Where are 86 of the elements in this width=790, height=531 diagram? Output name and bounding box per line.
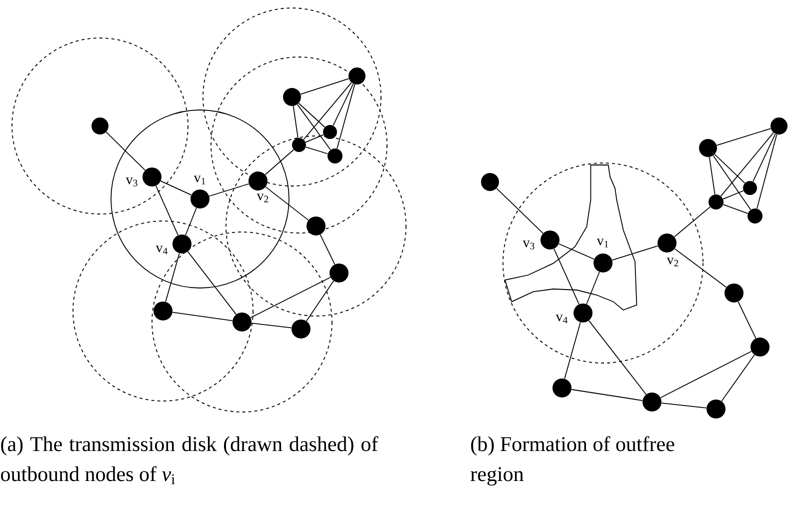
graph-edge [558,243,595,260]
graph-edge [716,128,772,146]
graph-edge [612,245,658,261]
graph-node [306,216,326,236]
graph-edge [305,146,328,154]
graph-node [328,148,342,164]
graph-edge [300,78,350,95]
graph-node [190,190,210,208]
caption: (b) Formation of outfree region [470,436,674,486]
graph-node [348,68,366,84]
graph-edge [674,206,711,238]
graph-edge [336,84,356,150]
graph-node [172,234,192,254]
node-label: v$_{1}$ [596,238,608,248]
graph-node [330,264,348,282]
graph-node [750,338,770,356]
graph-edge [165,252,180,302]
graph-edge [172,312,233,322]
graph-edge [292,106,298,138]
graph-node [92,118,108,134]
graph-node [748,208,762,224]
node-label: v$_{4}$ [156,246,168,254]
graph-edge [320,234,336,265]
graph-edge [303,82,352,140]
graph-node [770,118,788,134]
graph-edge [265,186,309,220]
graph-node [292,320,310,338]
graph-edge [185,208,197,236]
graph-node [232,312,252,332]
graph-edge [586,272,600,304]
graph-edge [160,180,192,196]
graph-edge [588,320,647,395]
graph-node [154,302,172,320]
node-label: v$_{2}$ [666,258,678,266]
graph-edge [332,83,354,126]
node-label: v$_{1}$ [194,176,206,184]
graph-edge [106,132,146,171]
graph-node [699,139,717,157]
caption: (a) The transmission disk (drawn dashed) of outbound nodes of v$_{i}$ [1,436,378,484]
graph-edge [306,280,334,322]
graph-edge [250,276,331,318]
graph-edge [156,185,178,236]
graph-edge [554,248,580,305]
graph-edge [660,350,752,398]
graph-edge [720,132,774,197]
graph-edge [722,204,748,214]
graph-edge [298,102,326,128]
graph-edge [564,322,581,380]
graph-edge [208,183,250,197]
graph-edge [661,402,707,408]
graph-edge [496,188,544,234]
node-label: v$_{4}$ [556,314,568,324]
graph-node [552,378,572,398]
graph-node [642,392,662,412]
graph-edge [251,322,292,328]
graph-edge [264,149,294,176]
graph-edge [187,251,237,315]
graph-edge [756,134,778,210]
graph-edge [752,133,776,182]
graph-edge [712,155,752,210]
graph-node [708,194,724,210]
graph-edge [296,104,331,150]
graph-node [743,181,757,195]
graph-node [540,230,560,250]
node-label: v$_{3}$ [522,240,534,250]
graph-node [323,125,337,139]
graph-edge [571,389,643,401]
graph-edge [738,301,756,339]
node-label: v$_{3}$ [126,178,138,186]
graph-edge [714,154,746,184]
graph-node [594,254,612,272]
graph-edge [721,354,755,402]
node-label: v$_{2}$ [256,194,268,202]
graph-edge [708,156,716,195]
graph-node [658,234,676,252]
graph-node [248,172,268,190]
graph-edge [674,248,727,288]
graph-node [481,173,499,191]
graph-edge [722,190,744,200]
graph-node [724,284,744,302]
graph-node [292,138,306,152]
graph-node [142,168,162,186]
graph-edge [305,134,324,143]
graph-node [706,400,726,418]
graph-node [574,304,592,322]
graph-node [283,88,301,106]
